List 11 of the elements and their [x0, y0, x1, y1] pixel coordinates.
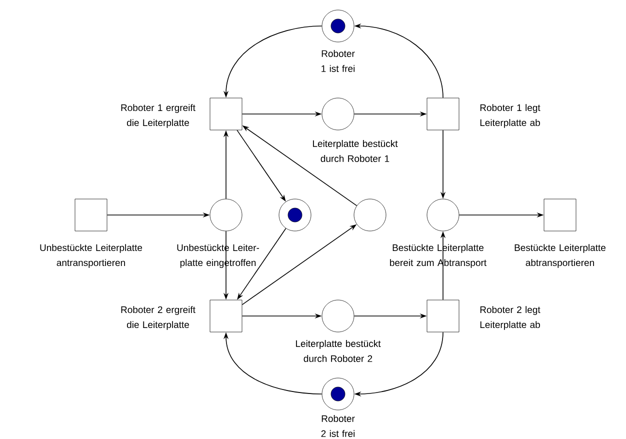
place-label: Roboter 1 ist frei — [322, 50, 355, 72]
place-label: Roboter 2 ist frei — [321, 415, 355, 437]
place-circle — [354, 198, 386, 232]
place-label: Bestückte Leiterplatte abtransportieren — [514, 244, 606, 268]
place-label: Roboter 2 legt Leiterplatte ab — [480, 306, 540, 330]
place-label: Leiterplatte bestückt durch Roboter 1 — [313, 140, 398, 162]
place-label: Unbestückte Leiterplatte antransportieren — [40, 244, 142, 268]
place-label: Roboter 1 legt Leiterplatte ab — [480, 104, 540, 128]
place-label: Roboter 2 ergreift die Leiterplatte — [121, 306, 196, 330]
place-label: Leiterplatte bestückt durch Roboter 2 — [296, 340, 381, 362]
place-label: Roboter 1 ergreift die Leiterplatte — [121, 104, 196, 128]
